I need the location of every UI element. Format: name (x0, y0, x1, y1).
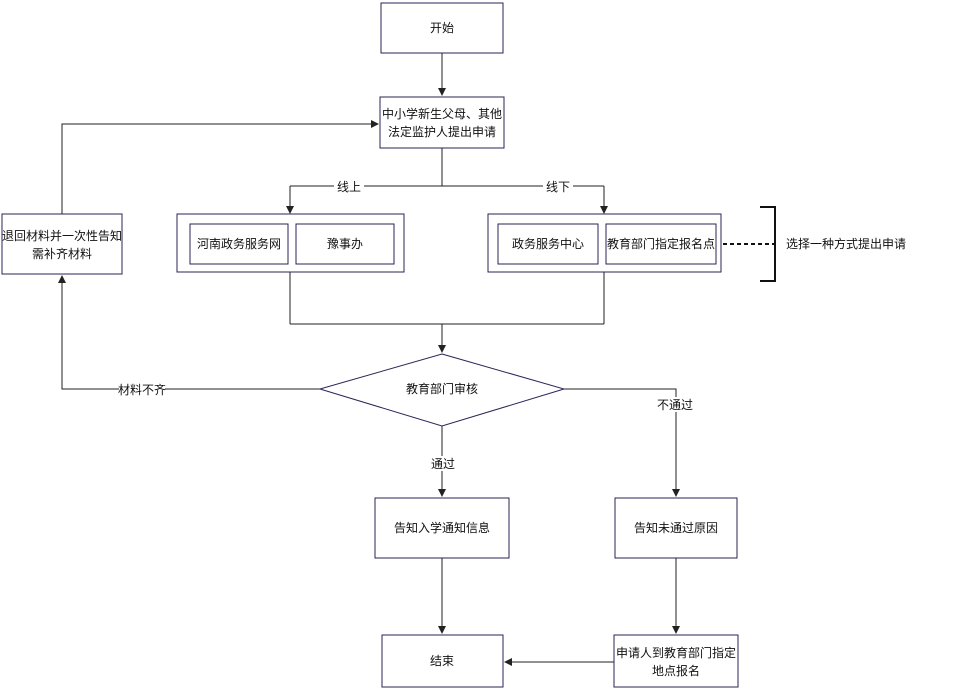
online-label-bg (334, 179, 364, 194)
edge-review-to-return (58, 275, 320, 390)
fail-label-bg (655, 397, 695, 412)
apply-box (379, 96, 505, 149)
go-register-line-1: 申请人到教育部门指定 (616, 645, 736, 660)
review-diamond (318, 353, 566, 427)
end-label: 结束 (430, 654, 454, 668)
offline-center-box (497, 223, 599, 265)
annotation-text: 选择一种方式提出申请 (786, 236, 906, 251)
offline-center-label: 政务服务中心 (512, 236, 584, 251)
apply-label-line-1: 中小学新生父母、其他 (382, 106, 502, 121)
online-yushiban-label: 豫事办 (327, 236, 363, 251)
incomplete-label-bg (119, 382, 165, 397)
notify-reason-label: 告知未通过原因 (634, 521, 718, 535)
annotation-bracket (760, 206, 776, 282)
offline-point-box (605, 223, 717, 265)
nodes: 开始 中小学新生父母、其他 法定监护人提出申请 河南政务服务网 豫事办 政务服务… (1, 2, 739, 688)
annotation-group: 选择一种方式提出申请 (716, 206, 906, 282)
online-yushiban-box (295, 223, 395, 265)
return-materials-line-2: 需补齐材料 (32, 246, 92, 261)
go-register-line-2: 地点报名 (652, 663, 700, 678)
notify-admission-box (374, 497, 510, 559)
offline-label-bg (543, 179, 573, 194)
online-henan-box (189, 223, 289, 265)
offline-edge-label: 线下 (546, 180, 570, 194)
apply-label-line-2: 法定监护人提出申请 (388, 124, 496, 139)
return-materials-box (1, 213, 123, 275)
pass-edge-label: 通过 (431, 457, 455, 471)
go-register-box (613, 634, 739, 688)
connectors (58, 53, 680, 666)
offline-point-label: 教育部门指定报名点 (607, 236, 715, 251)
incomplete-edge-label: 材料不齐 (118, 382, 166, 397)
end-box (381, 634, 504, 688)
return-materials-line-1: 退回材料并一次性告知 (2, 229, 122, 243)
online-henan-label: 河南政务服务网 (197, 236, 281, 251)
pass-label-bg (428, 456, 458, 471)
notify-reason-box (614, 497, 738, 559)
start-label: 开始 (430, 21, 454, 35)
review-label: 教育部门审核 (406, 381, 478, 396)
online-edge-label: 线上 (337, 180, 361, 194)
edge-labels: 线上 线下 材料不齐 通过 不通过 (118, 179, 695, 471)
notify-admission-label: 告知入学通知信息 (394, 520, 490, 535)
edge-return-to-apply (61, 120, 379, 244)
start-box (380, 2, 504, 54)
fail-edge-label: 不通过 (657, 398, 693, 412)
edge-review-to-reason (564, 388, 680, 497)
